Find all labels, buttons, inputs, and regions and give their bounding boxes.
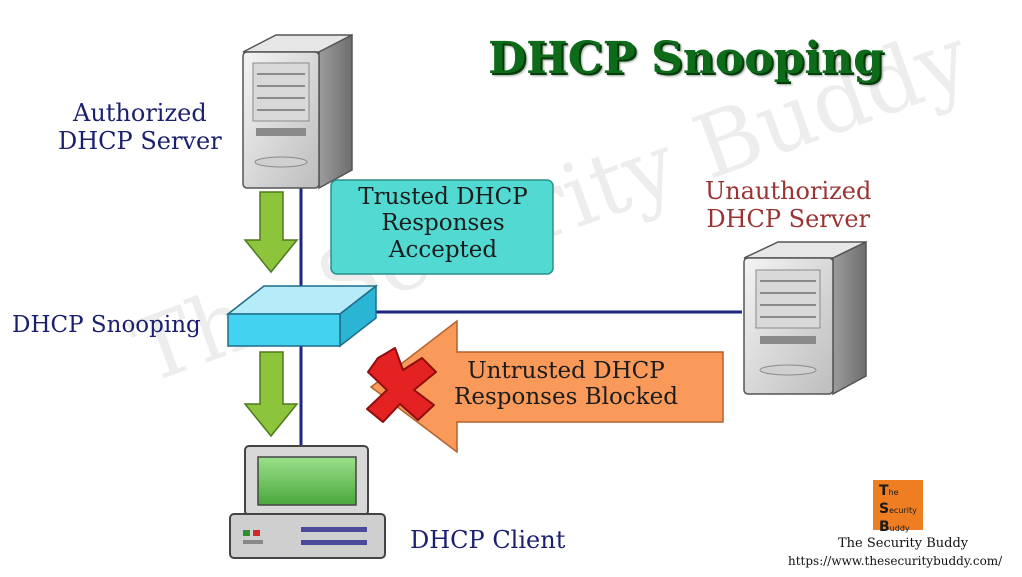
trusted-callout-box <box>330 179 554 275</box>
authorized-server-icon <box>242 33 353 190</box>
down-arrow-icon <box>243 351 299 438</box>
brand-logo: The Security Buddy <box>873 480 923 535</box>
client-computer-icon <box>229 445 386 559</box>
switch-label: DHCP Snooping <box>12 312 201 338</box>
blocked-x-icon <box>366 347 437 423</box>
brand-name: The Security Buddy <box>838 536 969 551</box>
authorized-server-label: Authorized DHCP Server <box>58 99 222 155</box>
page-title: DHCP Snooping <box>488 33 884 84</box>
client-label: DHCP Client <box>410 526 566 554</box>
down-arrow-icon <box>243 191 299 274</box>
trusted-callout-text: Trusted DHCP Responses Accepted <box>358 184 528 263</box>
brand-url: https://www.thesecuritybuddy.com/ <box>788 554 1003 568</box>
unauthorized-server-icon <box>743 240 867 396</box>
switch-icon <box>225 284 379 348</box>
unauthorized-server-label: Unauthorized DHCP Server <box>705 177 872 233</box>
untrusted-callout-text: Untrusted DHCP Responses Blocked <box>454 358 678 411</box>
